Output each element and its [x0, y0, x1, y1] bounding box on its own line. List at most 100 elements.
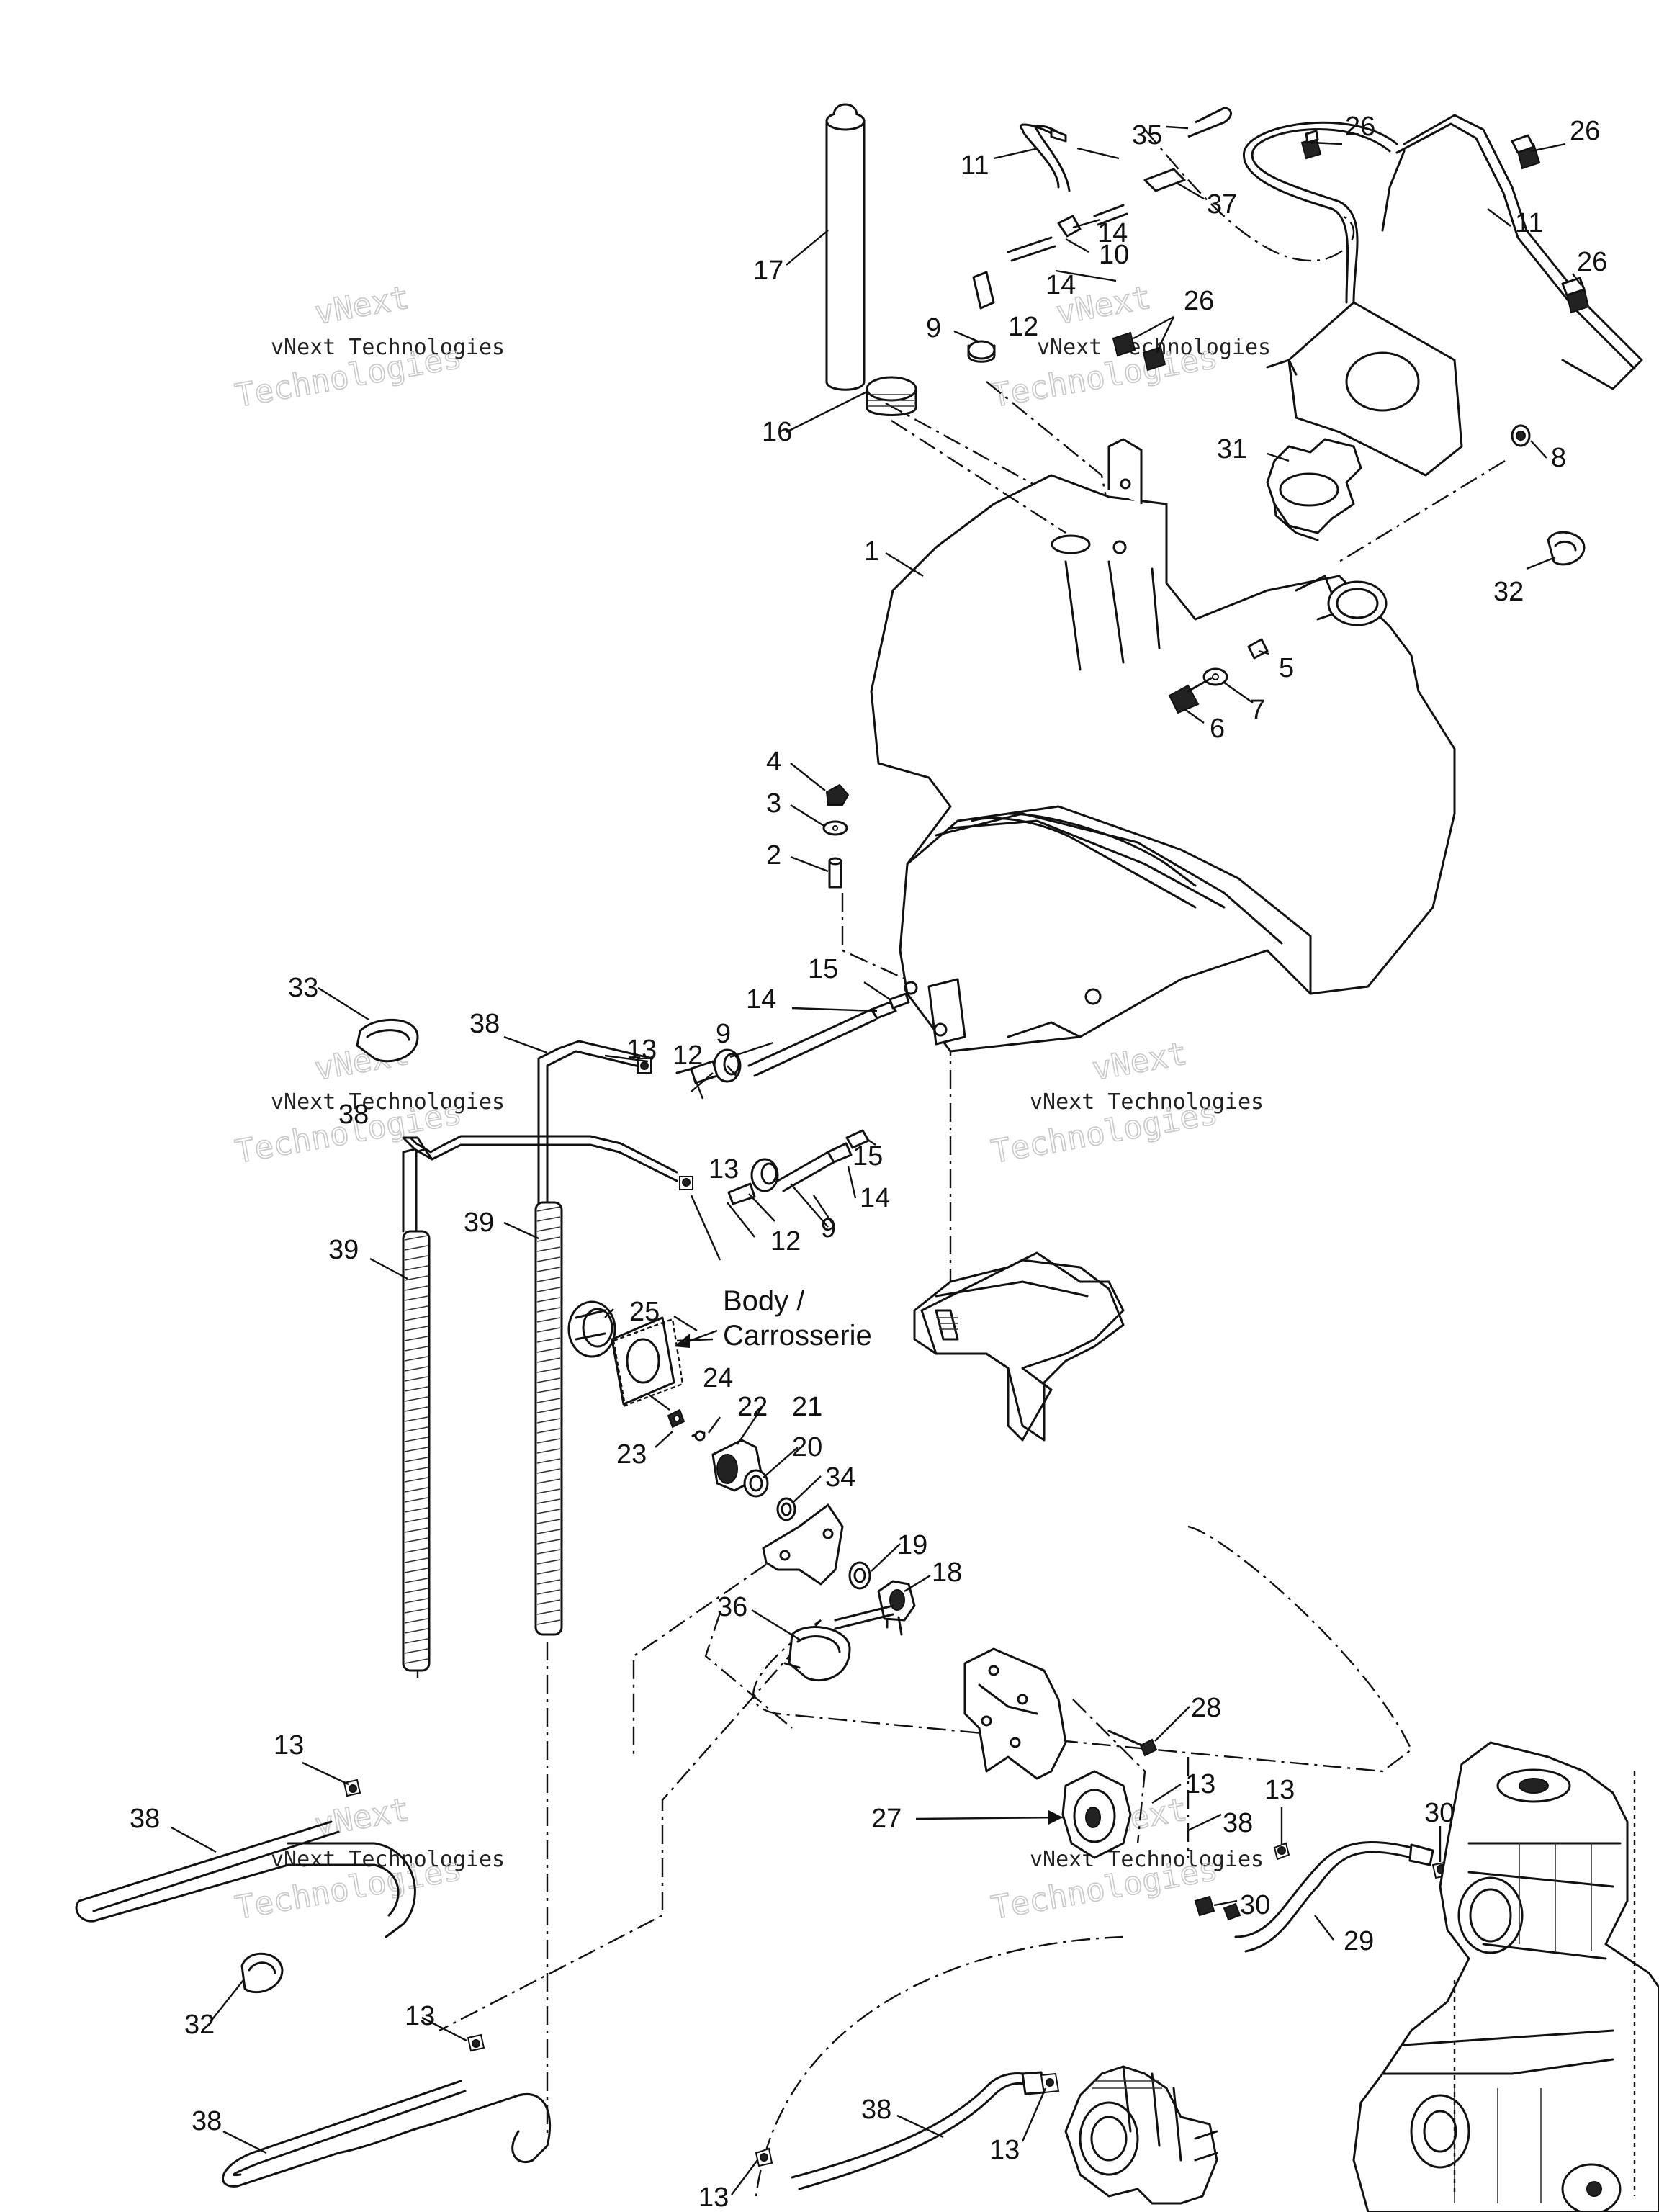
fuel-tank	[870, 438, 1456, 1053]
callout-8: 8	[1551, 443, 1566, 473]
callout-21: 21	[792, 1392, 822, 1422]
callout-11-right: 11	[1515, 208, 1543, 238]
body-gasket-icon	[611, 1316, 675, 1406]
spiral-stripe	[536, 1226, 561, 1232]
spiral-stripe	[536, 1347, 561, 1353]
callout-11-top: 11	[961, 150, 989, 181]
spacer-icon	[1247, 638, 1269, 660]
spiral-stripe	[404, 1527, 428, 1533]
spiral-stripe	[404, 1557, 428, 1563]
callout-1: 1	[864, 536, 879, 567]
svg-text:vNext Technologies: vNext Technologies	[271, 1089, 505, 1115]
spiral-stripe	[404, 1295, 428, 1301]
spiral-stripe	[536, 1569, 561, 1575]
spiral-stripe	[536, 1377, 561, 1383]
callout-38-bl-b: 38	[192, 2106, 222, 2136]
spiral-stripe	[404, 1638, 428, 1644]
vent-lines-top	[967, 107, 1232, 363]
callout-18: 18	[932, 1557, 962, 1588]
svg-text:vNext: vNext	[312, 279, 412, 332]
fuel-pump-assembly	[963, 1647, 1158, 1859]
spiral-stripe	[536, 1398, 561, 1403]
lower-left-hoses	[75, 1779, 552, 2188]
spiral-stripe	[536, 1216, 561, 1222]
callout-24: 24	[703, 1363, 733, 1393]
callout-38-bl-a: 38	[130, 1804, 160, 1834]
spiral-stripe	[404, 1285, 428, 1291]
callout-14-mid-b: 14	[860, 1183, 890, 1213]
callout-31: 31	[1217, 434, 1247, 464]
spiral-stripe	[404, 1568, 428, 1573]
spiral-stripe	[404, 1366, 428, 1372]
callout-7: 7	[1250, 695, 1265, 725]
spiral-stripe	[536, 1388, 561, 1393]
spiral-stripe	[404, 1547, 428, 1553]
spiral-stripe	[404, 1477, 428, 1483]
spiral-stripe	[404, 1326, 428, 1331]
spiral-stripe	[536, 1589, 561, 1595]
spiral-stripe	[404, 1517, 428, 1523]
callouts: 1 2 3 4 5 6 7 8 9 10 11 11 12 14 14 16 1…	[130, 112, 1607, 2212]
spiral-protectors-39	[402, 1201, 563, 1672]
callout-13-mid-a: 13	[626, 1035, 657, 1065]
spiral-stripe	[404, 1457, 428, 1462]
engine-icon	[1352, 1741, 1659, 2212]
body-panel	[920, 1259, 1125, 1442]
callout-37: 37	[1207, 189, 1237, 220]
spiral-stripe	[404, 1265, 428, 1271]
assembly-dashed-lines	[416, 129, 1506, 2197]
callout-13-mid-b: 13	[709, 1154, 739, 1184]
carburetor-icon	[1064, 2065, 1218, 2205]
spiral-stripe	[404, 1598, 428, 1604]
spiral-stripe	[404, 1396, 428, 1402]
spiral-stripe	[404, 1588, 428, 1593]
callout-3: 3	[766, 788, 781, 819]
spiral-stripe	[536, 1337, 561, 1343]
spiral-stripe	[404, 1537, 428, 1543]
svg-text:vNext Technologies: vNext Technologies	[271, 1847, 505, 1872]
spiral-stripe	[536, 1408, 561, 1413]
clamp-33	[356, 1018, 419, 1063]
clamp-32-top	[1547, 531, 1586, 566]
spiral-stripe	[536, 1236, 561, 1242]
callout-17: 17	[753, 256, 783, 286]
svg-text:vNext Technologies: vNext Technologies	[271, 335, 505, 360]
vent-bracket-icon	[1287, 301, 1463, 477]
vent-hose-loop	[1243, 114, 1643, 477]
body-arrow	[674, 1329, 1063, 1825]
spiral-stripe	[536, 1367, 561, 1373]
watermark-top-left: vNext vNext Technologies Technologies	[232, 279, 505, 415]
fuel-cap-icon	[1266, 438, 1362, 534]
spiral-stripe	[536, 1297, 561, 1303]
svg-text:vNext: vNext	[1089, 1035, 1190, 1088]
callout-23: 23	[616, 1439, 647, 1470]
spiral-stripe	[536, 1206, 561, 1212]
callout-12-mid-b: 12	[770, 1226, 801, 1256]
spiral-stripe	[536, 1498, 561, 1504]
leader-lines	[171, 125, 1582, 2195]
spiral-stripe	[404, 1336, 428, 1341]
spiral-stripe	[404, 1356, 428, 1362]
spiral-stripe	[404, 1628, 428, 1634]
spiral-stripe	[536, 1256, 561, 1262]
spiral-stripe	[404, 1447, 428, 1452]
spiral-stripe	[404, 1275, 428, 1281]
spiral-stripe	[404, 1437, 428, 1442]
callout-15-top: 15	[808, 954, 838, 984]
callout-9-mid-a: 9	[716, 1019, 731, 1049]
spiral-stripe	[536, 1549, 561, 1555]
spiral-stripe	[536, 1539, 561, 1545]
callout-15-mid: 15	[853, 1141, 883, 1172]
callout-38-carb: 38	[861, 2095, 891, 2125]
callout-26-c: 26	[1577, 247, 1607, 277]
watermark-bottom-left: vNext vNext Technologies Technologies	[232, 1791, 505, 1928]
spiral-stripe	[536, 1438, 561, 1444]
callout-38-mid-b: 38	[338, 1100, 369, 1130]
spiral-stripe	[404, 1245, 428, 1251]
spiral-stripe	[536, 1307, 561, 1313]
spiral-stripe	[536, 1468, 561, 1474]
callout-32-top: 32	[1493, 577, 1524, 607]
spiral-stripe	[536, 1418, 561, 1424]
svg-text:vNext Technologies: vNext Technologies	[1030, 1089, 1264, 1115]
callout-12-mid-a: 12	[673, 1040, 703, 1071]
